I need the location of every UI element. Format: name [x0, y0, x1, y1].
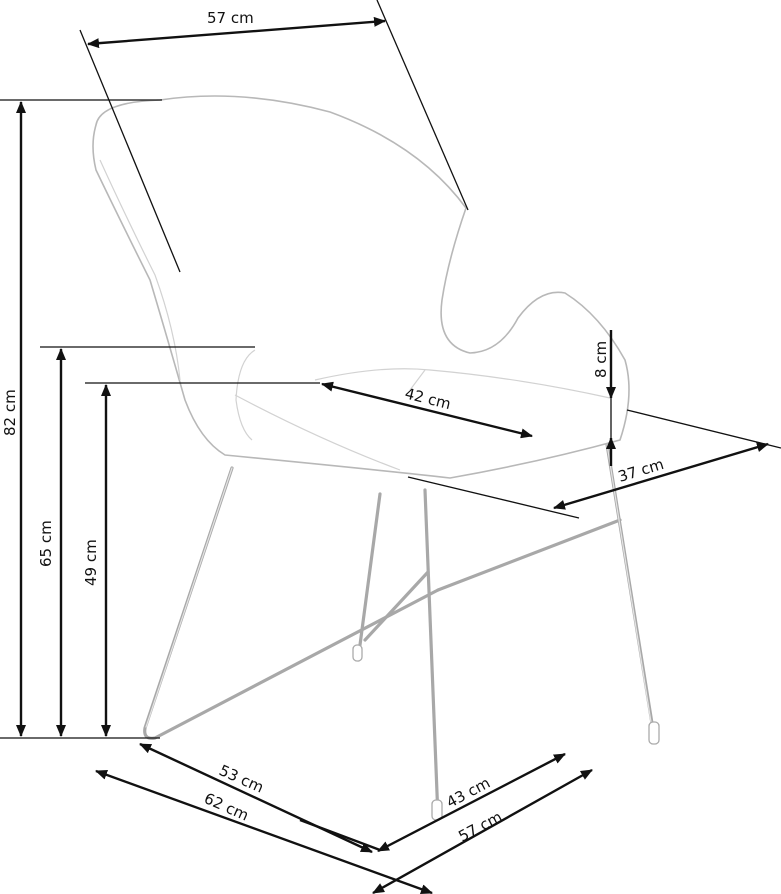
chair-shell	[92, 95, 630, 479]
dimension-base-depth-apex	[299, 818, 381, 852]
dimension-seat-height: 49 cm	[82, 382, 320, 737]
dimension-armrest-height: 65 cm	[37, 346, 255, 737]
foot-cap	[352, 644, 363, 662]
foot-cap	[648, 721, 660, 745]
label-armrest-height: 65 cm	[37, 520, 55, 567]
label-total-height: 82 cm	[1, 389, 19, 436]
chair-drawing	[92, 95, 660, 821]
metal-frame	[143, 436, 657, 820]
dimension-total-height: 82 cm	[0, 99, 162, 739]
label-base-width: 43 cm	[443, 774, 493, 812]
label-total-width: 57 cm	[455, 808, 505, 846]
dimension-total-depth: 62 cm	[95, 769, 433, 894]
label-top-width: 57 cm	[207, 9, 254, 27]
dimension-top-width: 57 cm	[79, 0, 469, 273]
foot-cap	[431, 799, 443, 821]
label-armrest-thickness: 8 cm	[592, 341, 610, 378]
dimension-base-depth: 53 cm	[139, 742, 373, 854]
label-seat-height: 49 cm	[82, 539, 100, 586]
